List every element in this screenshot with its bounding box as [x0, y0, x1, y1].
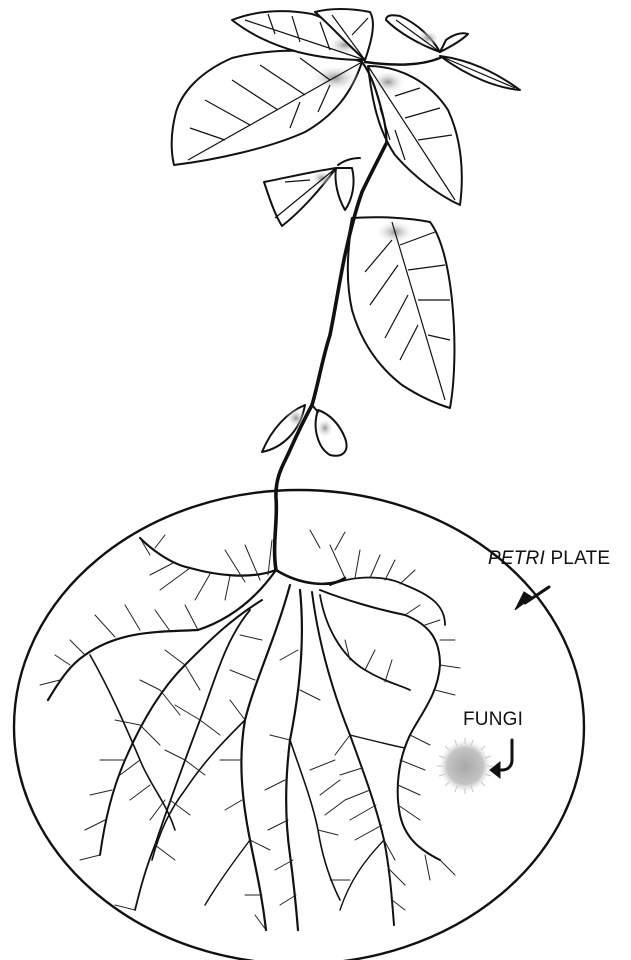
- leaf-small-left: [264, 168, 336, 226]
- hook-arrow-down-left-icon: [490, 740, 512, 778]
- root-hairs: [40, 530, 460, 930]
- leaf-small-stub: [335, 168, 353, 210]
- leaf-large-left: [172, 51, 362, 165]
- leaves: [172, 9, 520, 456]
- leaf-right-hanging: [368, 66, 462, 205]
- roots: [48, 538, 445, 930]
- leaf-cotyledon-right: [316, 410, 347, 456]
- fungi-colony: [437, 738, 493, 794]
- petri-plate-label: PETRI PLATE: [488, 548, 610, 570]
- petri-label-plain: PLATE: [550, 548, 610, 569]
- fungi-label: FUNGI: [463, 709, 523, 731]
- petri-label-italic: PETRI: [488, 548, 545, 569]
- leaf-middle-right: [348, 217, 455, 408]
